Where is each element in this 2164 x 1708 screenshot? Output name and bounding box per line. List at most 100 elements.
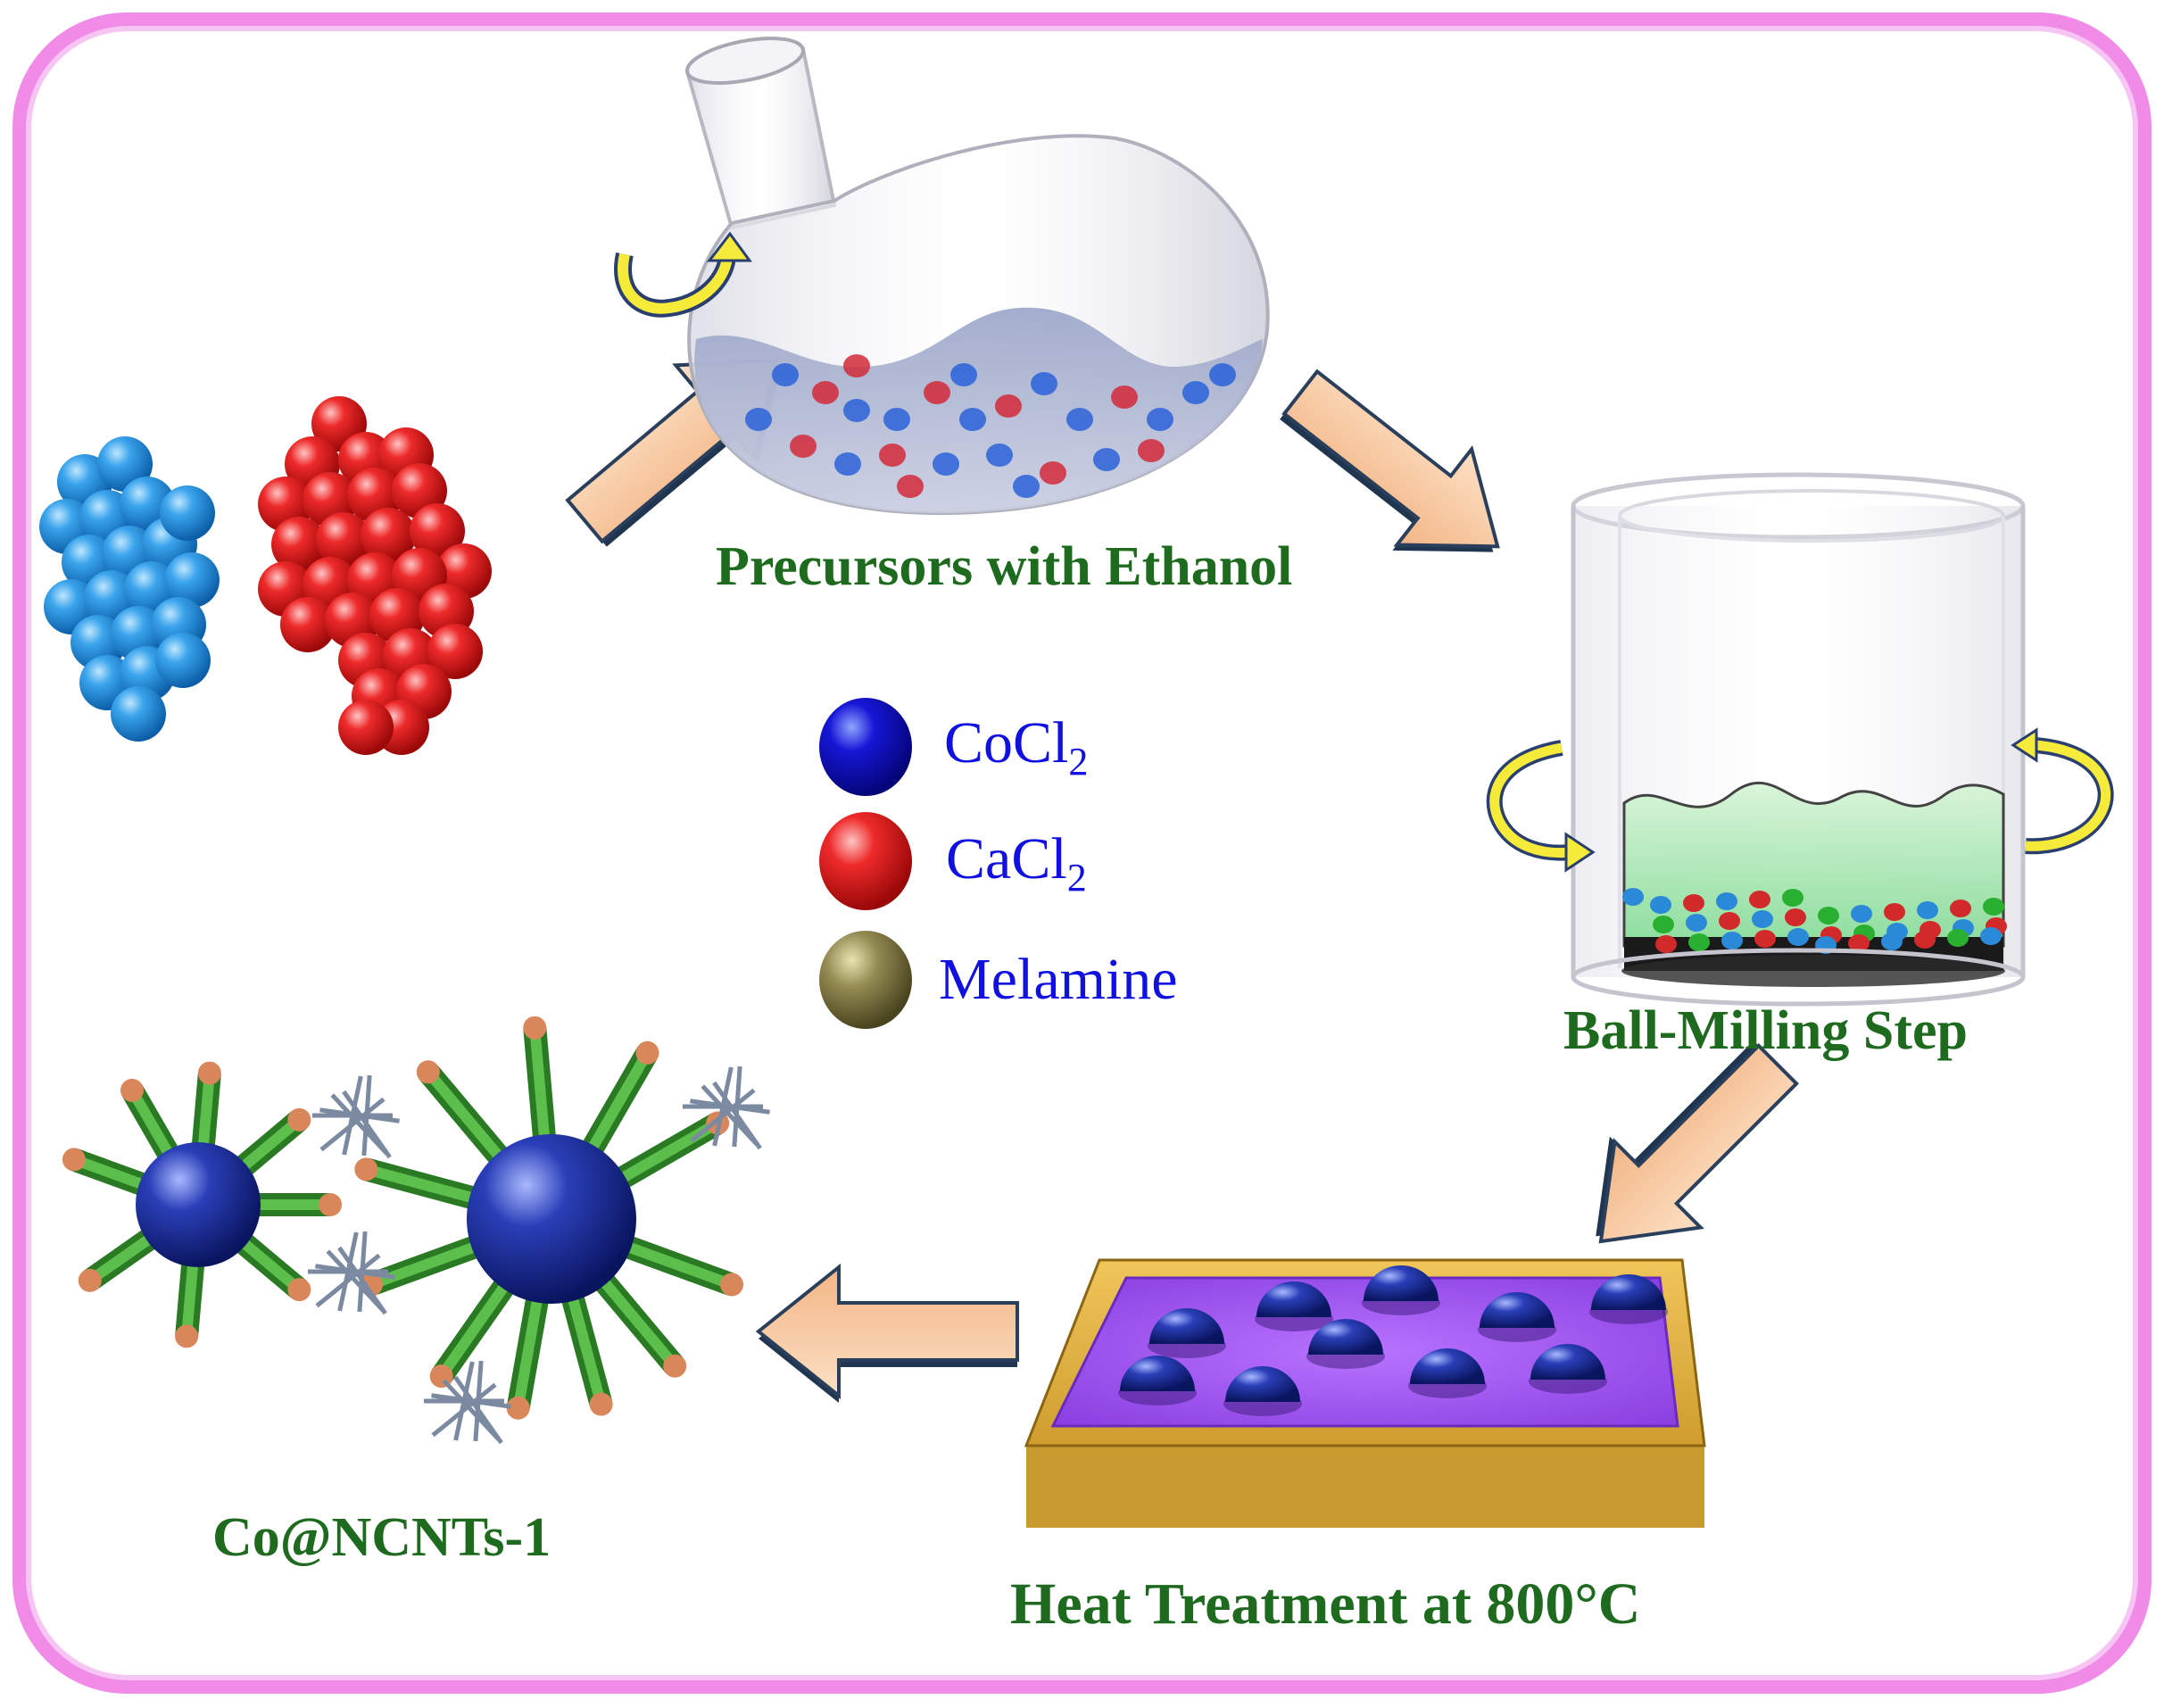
flask-bead — [1093, 448, 1120, 471]
step-label-heat-treatment: Heat Treatment at 800°C — [1010, 1571, 1641, 1637]
blue-sphere — [111, 686, 166, 742]
nanotube-tip — [287, 1278, 311, 1302]
mill-bead — [1650, 896, 1671, 914]
nanotube-tip — [120, 1078, 144, 1102]
mill-bead — [1914, 931, 1936, 949]
red-sphere — [427, 624, 483, 679]
cobalt-core — [136, 1142, 261, 1267]
nanotube-highlight — [624, 1240, 734, 1290]
mill-bead — [1683, 894, 1704, 912]
nanotube-highlight — [529, 1027, 551, 1140]
mill-bead — [1787, 928, 1809, 946]
nanotube-highlight — [71, 1154, 146, 1190]
nanotube-highlight — [424, 1068, 505, 1162]
nanotube-tip — [319, 1193, 342, 1216]
nanotube-tip — [175, 1324, 199, 1348]
flask-bead — [1066, 408, 1093, 431]
flask-bead — [834, 452, 861, 476]
mill-bead — [1785, 908, 1806, 926]
blue-sphere — [155, 633, 211, 688]
flask-bead — [924, 381, 950, 404]
mill-bead — [1983, 898, 2004, 916]
nanotube-tip — [287, 1107, 311, 1132]
flask-bead — [772, 363, 799, 386]
tray-bead — [1364, 1265, 1439, 1301]
mill-bead — [1653, 916, 1674, 933]
nanotube-tip — [635, 1041, 659, 1065]
mill-bead — [1980, 927, 2002, 945]
rotation-arrow-icon — [2011, 727, 2114, 855]
flask-icon — [684, 37, 1270, 516]
tray-bead — [1256, 1281, 1331, 1317]
nanotube-highlight — [87, 1232, 155, 1285]
mill-bead — [1851, 905, 1872, 923]
flask-bead — [959, 408, 986, 431]
legend-label-cocl2: CoCl2 — [944, 710, 1089, 784]
mill-bead — [1716, 892, 1737, 910]
carbon-fiber-bundle — [312, 1074, 400, 1159]
mill-bead — [1721, 932, 1743, 949]
legend-label-cacl2: CaCl2 — [946, 826, 1087, 900]
mill-bead — [1884, 903, 1905, 921]
flask-bead — [933, 452, 959, 476]
process-arrow-icon — [1596, 1041, 1799, 1244]
nanotube-highlight — [238, 1237, 303, 1294]
step-label-ball-milling: Ball-Milling Step — [1563, 1000, 1968, 1061]
mill-jar-icon — [1571, 472, 2026, 1007]
mill-bead — [1752, 910, 1773, 928]
flask-bead — [950, 363, 977, 386]
red-sphere — [361, 508, 416, 563]
flask-bead — [745, 408, 772, 431]
nanotube-highlight — [369, 1240, 479, 1290]
red-sphere — [410, 503, 465, 559]
legend-label-melamine: Melamine — [939, 947, 1178, 1012]
tray-bead — [1225, 1366, 1300, 1402]
red-sphere — [271, 517, 327, 572]
nanotube-highlight — [238, 1115, 303, 1173]
nanotube-tip — [720, 1273, 744, 1297]
flask-bead — [986, 444, 1013, 467]
carbon-fiber-bundle — [683, 1065, 770, 1150]
red-sphere — [316, 512, 371, 568]
flask-bead — [1031, 372, 1057, 395]
mill-bead — [1782, 889, 1803, 907]
flask-bead — [879, 444, 906, 467]
rotation-arrow-icon — [1486, 740, 1596, 873]
tray-bead — [1149, 1308, 1224, 1344]
nanotube-tip — [416, 1060, 440, 1084]
nanotube-highlight — [364, 1164, 477, 1204]
nanotube-tip — [197, 1061, 221, 1085]
red-sphere — [280, 597, 336, 652]
mill-bead — [1917, 901, 1938, 919]
mill-bead — [1719, 912, 1740, 930]
nanotube-highlight — [586, 1049, 652, 1153]
mill-bead — [1947, 929, 1969, 947]
mill-bead — [1848, 934, 1870, 952]
nanotube-highlight — [127, 1087, 175, 1158]
red-sphere-cluster-icon — [258, 396, 492, 755]
nanotube-highlight — [181, 1261, 199, 1337]
nanotube-highlight — [436, 1281, 510, 1380]
nanotube-highlight — [598, 1276, 679, 1370]
nanotube-highlight — [197, 1073, 215, 1148]
border-frame — [12, 12, 2152, 1694]
legend-swatch-cocl2 — [819, 698, 912, 796]
nanotube-tip — [663, 1354, 687, 1378]
flask-bead — [1147, 408, 1173, 431]
nanotube-highlight — [567, 1294, 607, 1406]
cobalt-core — [467, 1134, 636, 1304]
flask-bead — [1040, 461, 1066, 485]
mill-bead — [1686, 914, 1707, 932]
legend-swatch-melamine — [819, 931, 912, 1029]
process-arrow-icon — [755, 1263, 1019, 1403]
flask-bead — [790, 435, 817, 458]
flask-bead — [995, 394, 1022, 418]
tray-icon — [1024, 1258, 1706, 1528]
process-arrow-icon — [1280, 369, 1500, 552]
nanotube-tip — [78, 1268, 102, 1292]
flask-bead — [1182, 381, 1209, 404]
tray-bead — [1308, 1319, 1383, 1355]
mill-bead — [1688, 933, 1710, 951]
